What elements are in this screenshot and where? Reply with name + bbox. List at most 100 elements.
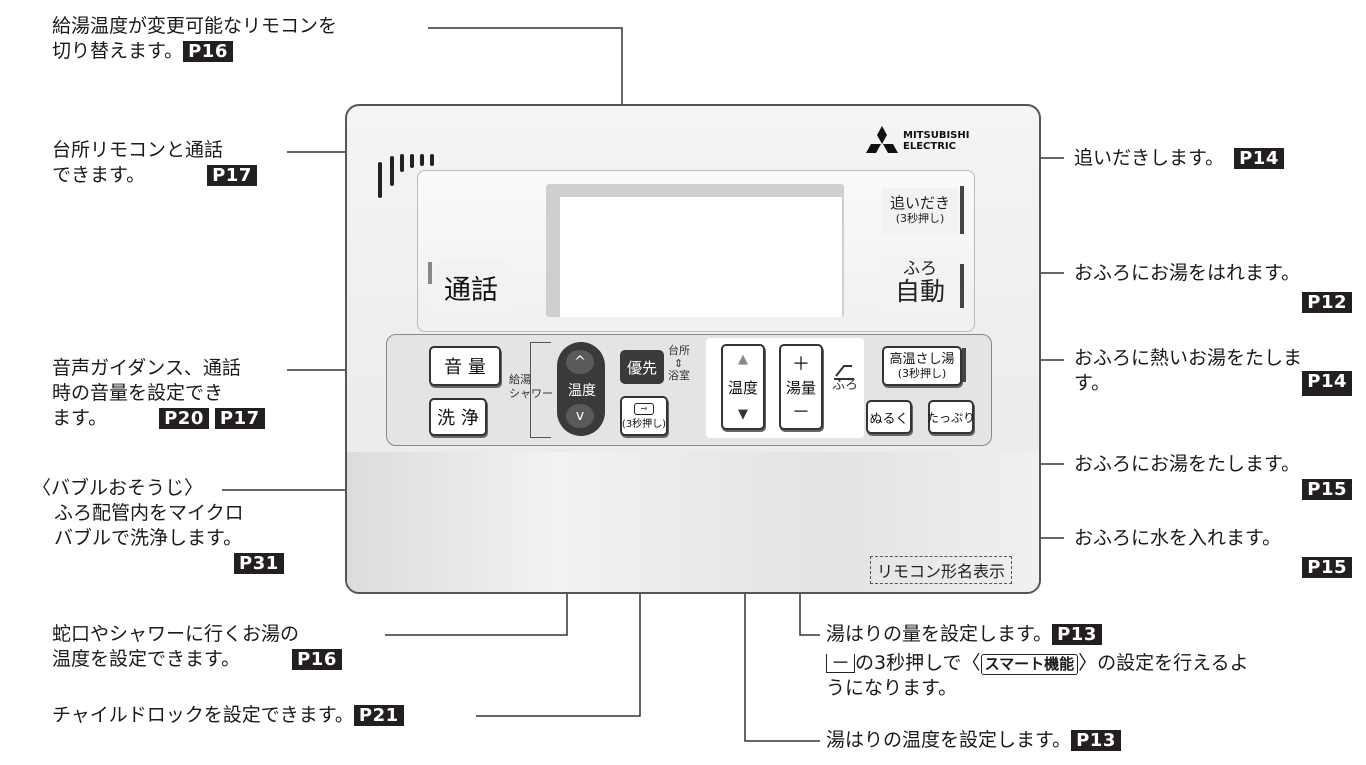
faucet-temp-label: 温度 [568, 383, 596, 399]
annotation-text: おふろに熱いお湯をたしま [1074, 347, 1303, 369]
furo-small-label: ふろ [832, 378, 859, 393]
annotation-text: 湯はりの量を設定します。 [826, 623, 1053, 645]
annotation-text: 切り替えます。 [52, 40, 184, 62]
annotation-title: 〈バブルおそうじ〉 [32, 477, 204, 499]
annotation-text: 蛇口やシャワーに行くお湯の [52, 623, 300, 645]
annotation-text: の設定を行えるよ [1097, 652, 1249, 674]
bath-temp-label: 温度 [727, 378, 758, 397]
speaker-grille [378, 154, 434, 198]
annotation-text: 給湯温度が変更可能なリモコンを [52, 15, 338, 37]
bath-amount-label: 湯量 [785, 378, 816, 397]
high-temp-indicator [962, 348, 966, 382]
annotation-volume: 音声ガイダンス、通話 時の音量を設定でき ます。 P20 P17 [52, 356, 265, 431]
annotation-text: ふろ配管内をマイクロ [54, 502, 244, 524]
priority-button[interactable]: 優先 [620, 350, 664, 384]
annotation-fill-amount: 湯はりの量を設定します。P13 －の3秒押しで〈スマート機能〉の設定を行えるよ … [826, 623, 1249, 699]
page-ref: P20 [159, 408, 209, 429]
page-ref: P14 [1234, 148, 1284, 169]
key-icon: ⊸ [634, 402, 654, 415]
oidaki-sub-label: (3秒押し) [895, 212, 945, 225]
bath-temp-control: ▲ 温度 ▼ [721, 344, 765, 430]
annotation-fill-temp: 湯はりの温度を設定します。P13 [826, 728, 1121, 753]
furo-label: ふろ [903, 259, 937, 279]
tsuwa-button[interactable]: 通話 [436, 262, 506, 312]
remote-lower-panel [347, 452, 1039, 592]
high-temp-label: 高温さし湯 [889, 352, 955, 367]
lcd-screen [560, 197, 842, 317]
kitchen-label: 台所 [668, 344, 690, 357]
kyuto-label: 給湯 [509, 373, 531, 386]
annotation-text: す。 [1074, 372, 1111, 394]
tsuwa-indicator [428, 262, 432, 284]
page-ref: P13 [1052, 624, 1102, 645]
annotation-add-water: おふろにお湯をたします。 P15 [1074, 452, 1352, 502]
faucet-temp-down-button[interactable]: v [566, 404, 594, 428]
annotation-text: の3秒押しで [855, 652, 962, 674]
page-ref: P17 [207, 165, 257, 186]
annotation-text: ます。 [52, 407, 108, 429]
annotation-text: おふろにお湯をはれます。 [1074, 262, 1301, 284]
page-ref: P14 [1302, 371, 1352, 396]
page-ref: P17 [214, 408, 265, 429]
page-ref: P12 [1302, 292, 1352, 313]
annotation-child-lock: チャイルドロックを設定できます。P21 [52, 703, 404, 728]
furo-jido-button[interactable]: ふろ 自動 [882, 258, 958, 312]
bathtub-icon-shape [835, 365, 852, 377]
page-ref: P31 [234, 553, 284, 574]
page-ref: P15 [1302, 557, 1352, 578]
bathroom-label: 浴室 [668, 369, 690, 382]
child-lock-button[interactable]: ⊸ (3秒押し) [620, 396, 668, 436]
annotation-faucet-temp: 蛇口やシャワーに行くお湯の 温度を設定できます。P16 [52, 622, 342, 672]
annotation-switch-remote: 給湯温度が変更可能なリモコンを 切り替えます。P16 [52, 14, 337, 64]
page-ref: P21 [353, 705, 404, 726]
brand-name: MITSUBISHI ELECTRIC [903, 130, 969, 152]
annotation-text: おふろにお湯をたします。 [1074, 453, 1301, 475]
bracket-left [530, 342, 551, 438]
page-ref: P16 [292, 649, 342, 670]
annotation-auto-bath: おふろにお湯をはれます。 P12 [1074, 261, 1352, 315]
annotation-text: できます。 [52, 164, 146, 186]
smart-function-label: スマート機能 [980, 654, 1079, 675]
oidaki-label: 追いだき [889, 194, 950, 212]
oidaki-button[interactable]: 追いだき (3秒押し) [882, 188, 958, 234]
bath-temp-up-button[interactable]: ▲ [738, 352, 748, 367]
nuruku-button[interactable]: ぬるく [866, 400, 912, 434]
bath-temp-down-button[interactable]: ▼ [738, 407, 748, 422]
faucet-temp-up-button[interactable]: ^ [566, 350, 594, 374]
annotation-bubble: 〈バブルおそうじ〉 ふろ配管内をマイクロ バブルで洗浄します。 P31 [32, 476, 284, 576]
high-temp-add-button[interactable]: 高温さし湯 (3秒押し) [882, 346, 962, 386]
page-ref: P16 [183, 41, 233, 62]
shower-label: シャワー [509, 387, 553, 400]
oidaki-indicator [960, 186, 964, 234]
annotation-text: 湯はりの温度を設定します。 [826, 729, 1072, 751]
bath-amount-control: ＋ 湯量 － [779, 344, 823, 430]
annotation-text: チャイルドロックを設定できます。 [52, 704, 354, 726]
clean-button[interactable]: 洗 浄 [429, 398, 487, 436]
furo-indicator [960, 264, 964, 308]
volume-button[interactable]: 音 量 [429, 346, 501, 386]
annotation-text: うになります。 [826, 677, 958, 699]
annotation-hot-add: おふろに熱いお湯をたしま す。 P14 [1074, 346, 1352, 396]
page-ref: P13 [1071, 730, 1121, 751]
minus-key-symbol: － [826, 654, 856, 673]
annotation-text: 音声ガイダンス、通話 [52, 357, 241, 379]
high-temp-sub-label: (3秒押し) [897, 367, 947, 380]
bathtub-icon [834, 362, 854, 380]
annotation-text: 時の音量を設定でき [52, 382, 224, 404]
bath-amount-plus-button[interactable]: ＋ [792, 354, 810, 375]
annotation-text: おふろに水を入れます。 [1074, 527, 1282, 549]
model-name-label: リモコン形名表示 [870, 556, 1013, 584]
annotation-cool-water: おふろに水を入れます。 P15 [1074, 526, 1352, 580]
tappuri-button[interactable]: たっぷり [927, 400, 975, 434]
brand-line: MITSUBISHI [903, 130, 970, 141]
annotation-text: 台所リモコンと通話 [52, 139, 224, 161]
bath-amount-minus-button[interactable]: － [792, 402, 810, 423]
child-lock-sub-label: (3秒押し) [621, 418, 667, 430]
annotation-text: 追いだきします。 [1074, 147, 1225, 169]
annotation-intercom: 台所リモコンと通話 できます。 P17 [52, 138, 257, 188]
annotation-text: バブルで洗浄します。 [54, 527, 243, 549]
jido-label: 自動 [894, 277, 945, 306]
page-ref: P15 [1302, 479, 1352, 500]
brand-line: ELECTRIC [903, 141, 956, 152]
mitsubishi-logo-icon [866, 126, 898, 153]
